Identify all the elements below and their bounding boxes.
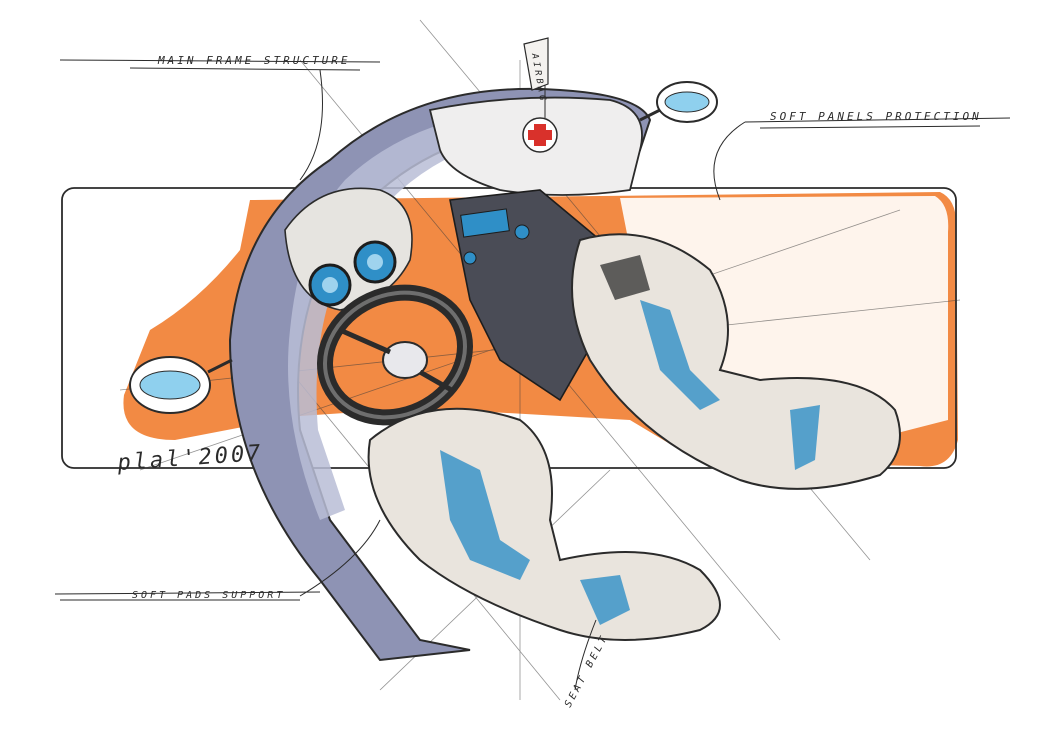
main-frame-label: MAIN FRAME STRUCTURE <box>157 54 350 67</box>
driver-seat <box>367 407 721 641</box>
upper-dashboard-panel <box>428 96 643 196</box>
steering-wheel-icon <box>316 284 474 426</box>
red-cross-icon <box>528 124 552 146</box>
instrument-cluster <box>284 187 413 311</box>
passenger-seat <box>571 233 901 490</box>
left-side-mirror-icon <box>129 356 233 414</box>
soft-panels-label: SOFT PANELS PROTECTION <box>770 110 982 123</box>
callout-lines <box>54 59 1011 691</box>
center-console <box>449 189 601 402</box>
artist-signature: plal'2007 <box>116 441 265 476</box>
right-side-mirror-icon <box>639 81 718 123</box>
soft-pads-label: SOFT PADS SUPPORT <box>132 590 285 601</box>
